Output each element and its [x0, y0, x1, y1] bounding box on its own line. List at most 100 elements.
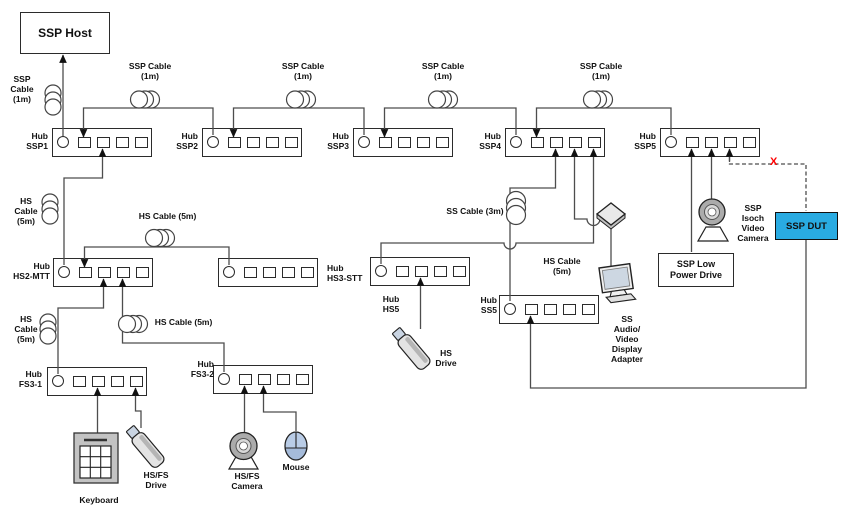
- keyboard-label: Keyboard: [79, 495, 119, 505]
- cable-coil-icon: [129, 90, 161, 109]
- downstream-port-3: [116, 137, 129, 148]
- cable-coil-icon: [582, 90, 614, 109]
- downstream-port-1: [531, 137, 544, 148]
- upstream-port: [510, 136, 522, 148]
- downstream-port-1: [73, 376, 86, 387]
- cable-label-hs-hs5: HS Cable(5m): [543, 256, 581, 276]
- downstream-port-2: [98, 267, 111, 278]
- downstream-port-2: [92, 376, 105, 387]
- downstream-port-1: [239, 374, 252, 385]
- cable-coil-icon: [427, 90, 459, 109]
- downstream-port-3: [563, 304, 576, 315]
- downstream-port-4: [130, 376, 143, 387]
- upstream-port: [375, 265, 387, 277]
- hsfs-camera-icon: [227, 431, 260, 470]
- downstream-port-1: [379, 137, 392, 148]
- upstream-port: [665, 136, 677, 148]
- downstream-port-4: [582, 304, 595, 315]
- cable-label-ssp4-ssp5: SSP Cable(1m): [579, 61, 623, 81]
- downstream-port-1: [686, 137, 699, 148]
- ssp-host-label: SSP Host: [38, 26, 92, 40]
- display-monitor-icon: [598, 262, 637, 304]
- upstream-port: [218, 373, 230, 385]
- cable-label-ssp2-ssp3: SSP Cable(1m): [281, 61, 325, 81]
- cable-label-ssp1-ssp2: SSP Cable(1m): [128, 61, 172, 81]
- downstream-port-1: [244, 267, 257, 278]
- cable-label-ssp3-ssp4: SSP Cable(1m): [421, 61, 465, 81]
- downstream-port-3: [434, 266, 447, 277]
- downstream-port-3: [282, 267, 295, 278]
- cable-coil-icon: [144, 228, 176, 248]
- hub-ssp1: [52, 128, 152, 157]
- downstream-port-1: [525, 304, 538, 315]
- downstream-port-3: [277, 374, 290, 385]
- downstream-port-1: [79, 267, 92, 278]
- downstream-port-3: [266, 137, 279, 148]
- downstream-port-3: [417, 137, 430, 148]
- upstream-port: [57, 136, 69, 148]
- downstream-port-2: [550, 137, 563, 148]
- hsfs-drive-icon: [126, 425, 165, 468]
- cable-coil-icon: [285, 90, 317, 109]
- isoch-camera-icon: [696, 198, 730, 242]
- ssp-dut-box: SSP DUT: [775, 212, 838, 240]
- downstream-port-2: [258, 374, 271, 385]
- hub-ssp4: [505, 128, 605, 157]
- downstream-port-3: [569, 137, 582, 148]
- hub-fs3-2: [213, 365, 313, 394]
- cable-label-hs2-hs3: HS Cable (5m): [138, 211, 197, 221]
- hub-hs2-mtt: [53, 258, 153, 287]
- downstream-port-4: [301, 267, 314, 278]
- downstream-port-4: [135, 137, 148, 148]
- downstream-port-2: [247, 137, 260, 148]
- downstream-port-3: [117, 267, 130, 278]
- adapter-connector-icon: [595, 202, 627, 230]
- hub-ssp2: [202, 128, 302, 157]
- downstream-port-4: [743, 137, 756, 148]
- upstream-port: [52, 375, 64, 387]
- downstream-port-4: [136, 267, 149, 278]
- downstream-port-4: [453, 266, 466, 277]
- downstream-port-2: [97, 137, 110, 148]
- hub-ss5: [499, 295, 599, 324]
- mouse-label: Mouse: [282, 462, 310, 472]
- downstream-port-2: [705, 137, 718, 148]
- upstream-port: [58, 266, 70, 278]
- cable-line-avadapter-ssp4: [570, 148, 601, 227]
- cable-line-hs2mtt-ssp1: [63, 148, 107, 265]
- downstream-port-1: [78, 137, 91, 148]
- downstream-port-2: [263, 267, 276, 278]
- downstream-port-4: [436, 137, 449, 148]
- cable-coil-icon: [44, 84, 62, 116]
- downstream-port-4: [296, 374, 309, 385]
- keyboard-icon: [73, 432, 119, 484]
- hub-hs5: [370, 257, 470, 286]
- upstream-port: [207, 136, 219, 148]
- upstream-port: [223, 266, 235, 278]
- downstream-port-3: [724, 137, 737, 148]
- upstream-port: [358, 136, 370, 148]
- broken-link-x-marker: X: [770, 156, 778, 168]
- hub-ssp3: [353, 128, 453, 157]
- cable-label-hs-fs32: HS Cable (5m): [154, 317, 213, 327]
- hs-drive-icon: [392, 327, 431, 370]
- cable-line-fs31-hs2mtt: [57, 278, 108, 374]
- cable-coil-icon: [117, 314, 149, 334]
- downstream-port-2: [544, 304, 557, 315]
- cable-label-ss-3m: SS Cable (3m): [446, 206, 504, 216]
